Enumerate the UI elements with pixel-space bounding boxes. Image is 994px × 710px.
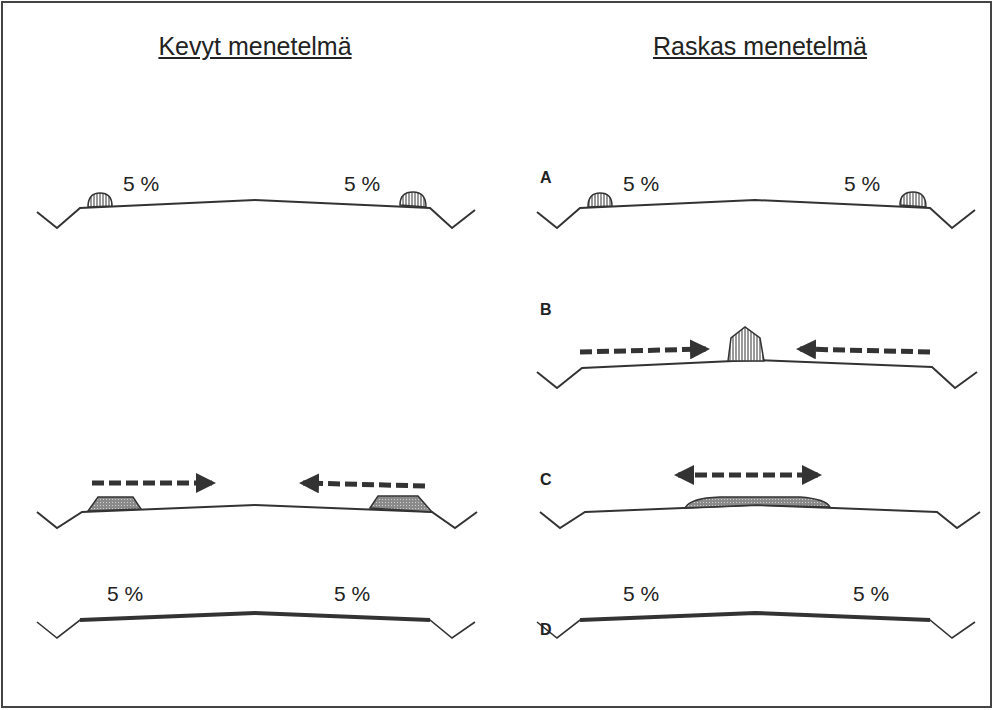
slope-percent: 5 % (623, 173, 659, 194)
slope-percent: 5 % (334, 583, 370, 604)
road-profiles (37, 200, 980, 638)
step-letter: C (540, 472, 552, 488)
slope-percent: 5 % (107, 583, 143, 604)
slope-percent: 5 % (623, 583, 659, 604)
slope-percent: 5 % (844, 173, 880, 194)
slope-percent: 5 % (853, 583, 889, 604)
step-letter: B (540, 302, 552, 318)
column-heading: Raskas menetelmä (653, 34, 867, 59)
step-letter: A (540, 170, 552, 186)
slope-percent: 5 % (123, 173, 159, 194)
step-letter: D (540, 622, 552, 638)
column-heading: Kevyt menetelmä (158, 34, 351, 59)
grader-arrows (92, 349, 930, 486)
gravel-windrows (88, 192, 926, 512)
slope-percent: 5 % (344, 173, 380, 194)
